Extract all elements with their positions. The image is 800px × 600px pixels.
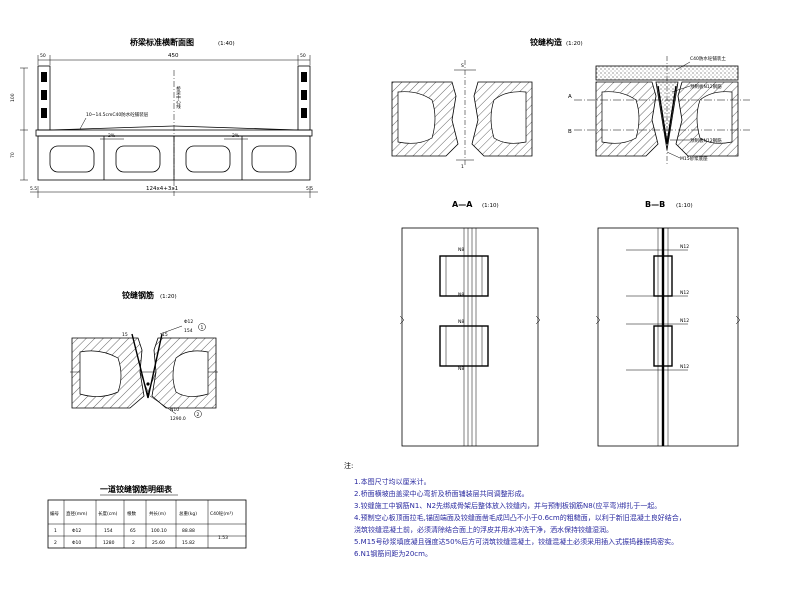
table-title: 一道铰缝钢筋明细表 — [100, 484, 173, 494]
section-b-marker: B — [568, 129, 572, 135]
pavement-label: 10~14.5cmC40防水砼铺装层 — [86, 111, 149, 118]
centerline-label: 桥梁中心线 — [176, 85, 181, 109]
label-15a: 15 — [122, 332, 128, 338]
notes: 注: 1.本图尺寸均以厘米计。 2.桥面横坡由盖梁中心弯折及桥面铺装层共同调整形… — [344, 461, 686, 558]
dim-bottom-right: 5.5 — [306, 186, 313, 192]
hinge-structure-scale: (1:20) — [566, 41, 583, 47]
label-154: 154 — [184, 328, 193, 334]
dim-s: S — [461, 63, 464, 69]
bridge-section-scale: (1:40) — [218, 41, 235, 47]
notes-heading: 注: — [344, 461, 353, 470]
table-cell: 25.60 — [152, 540, 165, 546]
table-cell: 2 — [132, 540, 135, 546]
aa-label: N8 — [458, 292, 464, 298]
dim-height-bottom: 70 — [10, 152, 16, 158]
hollow-slabs — [49, 136, 297, 180]
hinge-structure-title: 铰缝构造 — [530, 37, 562, 47]
section-aa-title: A—A — [452, 200, 473, 209]
bridge-section: 桥梁标准横断面图 (1:40) 50 450 50 100 70 10~14.5… — [10, 37, 318, 198]
table-row: 2 Φ10 1280 2 25.60 15.82 — [54, 540, 195, 546]
table-cell: 1280 — [103, 540, 115, 546]
dim-1: 1 — [461, 164, 464, 170]
note-item: 浇筑铰缝混凝土前，必须清除结合面上的浮皮并用水冲洗干净，洒水保持铰缝湿润。 — [354, 525, 613, 534]
label-n10: N10 — [170, 407, 179, 413]
bb-label: N12 — [680, 318, 689, 324]
label-1290: 1290.0 — [170, 416, 186, 422]
table-cell: Φ12 — [72, 528, 81, 534]
dim-bottom-left: 5.5 — [30, 186, 37, 192]
label-n12: Φ12 — [184, 319, 193, 325]
rebar-table: 一道铰缝钢筋明细表 编号 直径(mm) 长度(cm) 根数 共长(m) 总重(k… — [47, 484, 247, 549]
hinge-rebar-detail: 铰缝钢筋 (1:20) 15 15 Φ12 154 1 N10 1290.0 2 — [70, 290, 218, 422]
section-bb: B—B (1:10) N12 N12 N12 N12 — [595, 200, 741, 447]
table-row: 1 Φ12 154 65 100.10 88.88 1.53 — [54, 528, 228, 541]
hinge-rebar-title: 铰缝钢筋 — [122, 290, 154, 300]
dim-height-top: 100 — [10, 93, 16, 102]
callout-2: 2 — [197, 412, 200, 418]
table-header: 总重(kg) — [179, 510, 197, 517]
section-a-marker: A — [568, 94, 572, 100]
aa-label: N8 — [458, 319, 464, 325]
section-aa: A—A (1:10) N8 N8 N8 N8 — [399, 200, 541, 447]
table-header: 共长(m) — [149, 510, 166, 517]
label-mesh: 预制板N12钢筋 — [690, 137, 722, 144]
table-cell: 65 — [130, 528, 136, 534]
note-item: 6.N1钢筋间距为20cm。 — [354, 549, 432, 558]
label-c40: C40防水砼铺装土 — [690, 55, 726, 62]
section-bb-scale: (1:10) — [676, 203, 693, 209]
label-15b: 15 — [162, 332, 168, 338]
callout-1: 1 — [201, 325, 204, 331]
table-header: C40砼(m³) — [210, 510, 233, 517]
note-item: 2.桥面横坡由盖梁中心弯折及桥面铺装层共同调整形成。 — [354, 489, 529, 498]
dim-left-edge: 50 — [40, 53, 46, 59]
hinge-rebar-scale: (1:20) — [160, 294, 177, 300]
hinge-structure: 铰缝构造 (1:20) S 1 A B C40防水砼铺装土 预制板N12钢筋 预… — [391, 37, 750, 170]
table-header: 直径(mm) — [66, 510, 88, 517]
dim-total: 450 — [168, 53, 179, 59]
table-header: 根数 — [127, 510, 136, 517]
bb-label: N12 — [680, 364, 689, 370]
note-item: 1.本图尺寸均以厘米计。 — [354, 477, 431, 486]
label-m15: M15砂浆底座 — [680, 155, 708, 162]
table-cell: Φ10 — [72, 540, 81, 546]
table-cell: 154 — [104, 528, 113, 534]
aa-label: N8 — [458, 247, 464, 253]
bb-label: N12 — [680, 290, 689, 296]
bridge-section-title: 桥梁标准横断面图 — [130, 37, 194, 47]
table-cell: 2 — [54, 540, 57, 546]
dim-right-edge: 50 — [300, 53, 306, 59]
note-item: 5.M15号砂浆填底凝且强度达50%后方可浇筑铰缝混凝土，铰缝混凝土必须采用插入… — [354, 537, 678, 546]
note-item: 4.预制空心板顶面拉毛,锚固端面及铰缝面凿毛成凹凸不小于0.6cm的粗糙面，以利… — [354, 513, 686, 522]
dim-bottom: 124x4+3x1 — [146, 186, 178, 192]
table-cell: 100.10 — [151, 528, 167, 534]
table-cell: 88.88 — [182, 528, 195, 534]
aa-label: N8 — [458, 366, 464, 372]
table-cell: 15.82 — [182, 540, 195, 546]
section-bb-title: B—B — [645, 200, 665, 209]
note-item: 3.铰缝施工中钢筋N1、N2先绑成骨架后整体放入铰缝内，并与预制板钢筋N8(应平… — [354, 501, 661, 510]
table-cell: 1 — [54, 528, 57, 534]
table-cell: 1.53 — [218, 535, 228, 541]
section-aa-scale: (1:10) — [482, 203, 499, 209]
table-header: 编号 — [50, 510, 59, 517]
bb-label: N12 — [680, 244, 689, 250]
table-header: 长度(cm) — [98, 510, 118, 517]
label-precast: 预制板N12钢筋 — [690, 83, 722, 90]
